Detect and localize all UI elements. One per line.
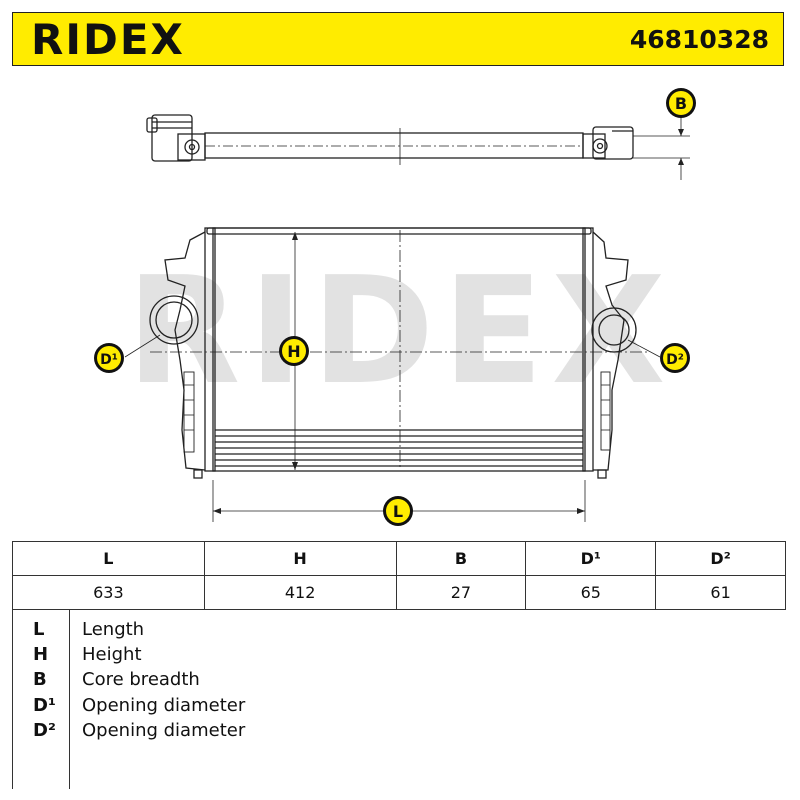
dimensions-header-row: L H B D¹ D²: [12, 541, 786, 576]
header-cell-B: B: [395, 541, 527, 576]
watermark-text: RIDEX: [126, 245, 673, 417]
header-cell-D2: D²: [655, 541, 786, 576]
header-bar: RIDEX 46810328: [12, 12, 784, 66]
dimensions-value-row: 633 412 27 65 61: [12, 575, 786, 610]
part-number: 46810328: [629, 25, 769, 54]
marker-B-label: B: [675, 94, 687, 113]
header-cell-L: L: [12, 541, 205, 576]
brand-logo: RIDEX: [31, 15, 185, 64]
legend-description: Core breadth: [82, 669, 200, 690]
value-cell-D2: 61: [655, 575, 786, 610]
legend-description: Opening diameter: [82, 720, 246, 741]
legend-symbol: D¹: [33, 695, 56, 716]
legend-symbol: B: [33, 669, 47, 690]
legend-description: Height: [82, 644, 142, 665]
legend-symbol: H: [33, 644, 49, 665]
value-cell-D1: 65: [525, 575, 657, 610]
top-view: [146, 114, 690, 180]
marker-L-label: L: [393, 502, 403, 521]
marker-B: B: [666, 88, 696, 118]
front-view: [124, 227, 661, 522]
technical-drawing: RIDEX: [0, 66, 800, 540]
marker-D1: D¹: [94, 343, 124, 373]
header-cell-D1: D¹: [525, 541, 657, 576]
marker-H-label: H: [287, 342, 300, 361]
dimensions-table: L H B D¹ D² 633 412 27 65 61: [12, 541, 786, 610]
value-cell-L: 633: [12, 575, 205, 610]
legend-description: Opening diameter: [82, 695, 246, 716]
marker-L: L: [383, 496, 413, 526]
legend-description: Length: [82, 619, 145, 640]
header-cell-H: H: [203, 541, 397, 576]
intercooler-drawing: RIDEX: [94, 88, 696, 526]
value-cell-H: 412: [203, 575, 397, 610]
legend-symbol: D²: [33, 720, 56, 741]
value-cell-B: 27: [395, 575, 527, 610]
marker-D2: D²: [660, 343, 690, 373]
legend-symbol: L: [33, 619, 45, 640]
marker-D2-label: D²: [666, 352, 684, 368]
marker-H: H: [279, 336, 309, 366]
legend: L Length H Height B Core breadth D¹ Open…: [12, 609, 787, 789]
marker-D1-label: D¹: [100, 352, 118, 368]
legend-divider: [69, 609, 70, 789]
